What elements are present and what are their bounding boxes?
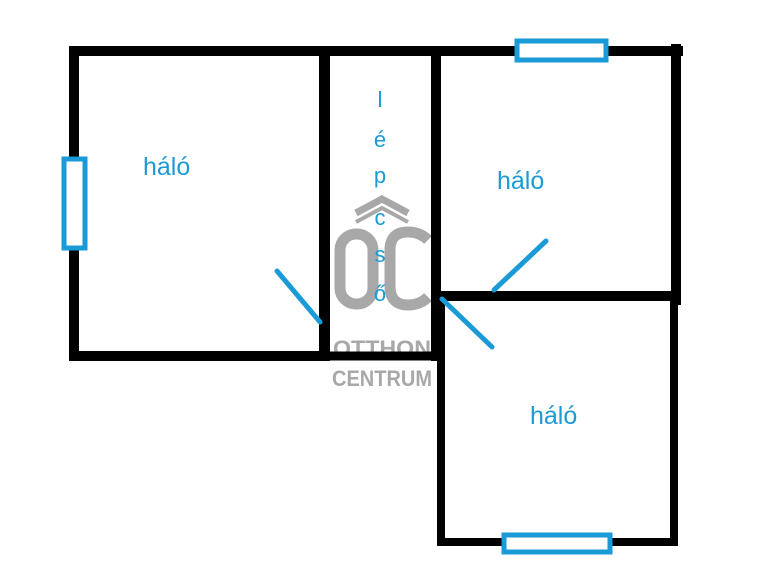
stair-letter: c — [375, 205, 386, 230]
room-label-top-right: háló — [497, 167, 544, 195]
window-left — [61, 156, 88, 251]
window-top-right — [514, 38, 609, 63]
room-label-bottom-right: háló — [530, 402, 577, 430]
staircase-label: l é p c s ő — [374, 87, 386, 306]
stair-letter: p — [374, 163, 386, 188]
walls — [69, 44, 683, 546]
room-label-left: háló — [143, 153, 190, 181]
door-top-right-room — [491, 238, 549, 293]
windows — [61, 38, 613, 555]
stair-letter: l — [378, 87, 383, 112]
left-room-walls — [69, 46, 330, 361]
stair-letter: s — [375, 242, 386, 267]
watermark-line-2: CENTRUM — [332, 366, 432, 391]
stair-letter: ő — [374, 281, 386, 306]
doors — [274, 238, 549, 350]
door-bottom-right-room — [439, 296, 495, 350]
window-bottom-right — [501, 532, 613, 555]
stair-letter: é — [374, 127, 386, 152]
door-left-room — [274, 268, 323, 325]
